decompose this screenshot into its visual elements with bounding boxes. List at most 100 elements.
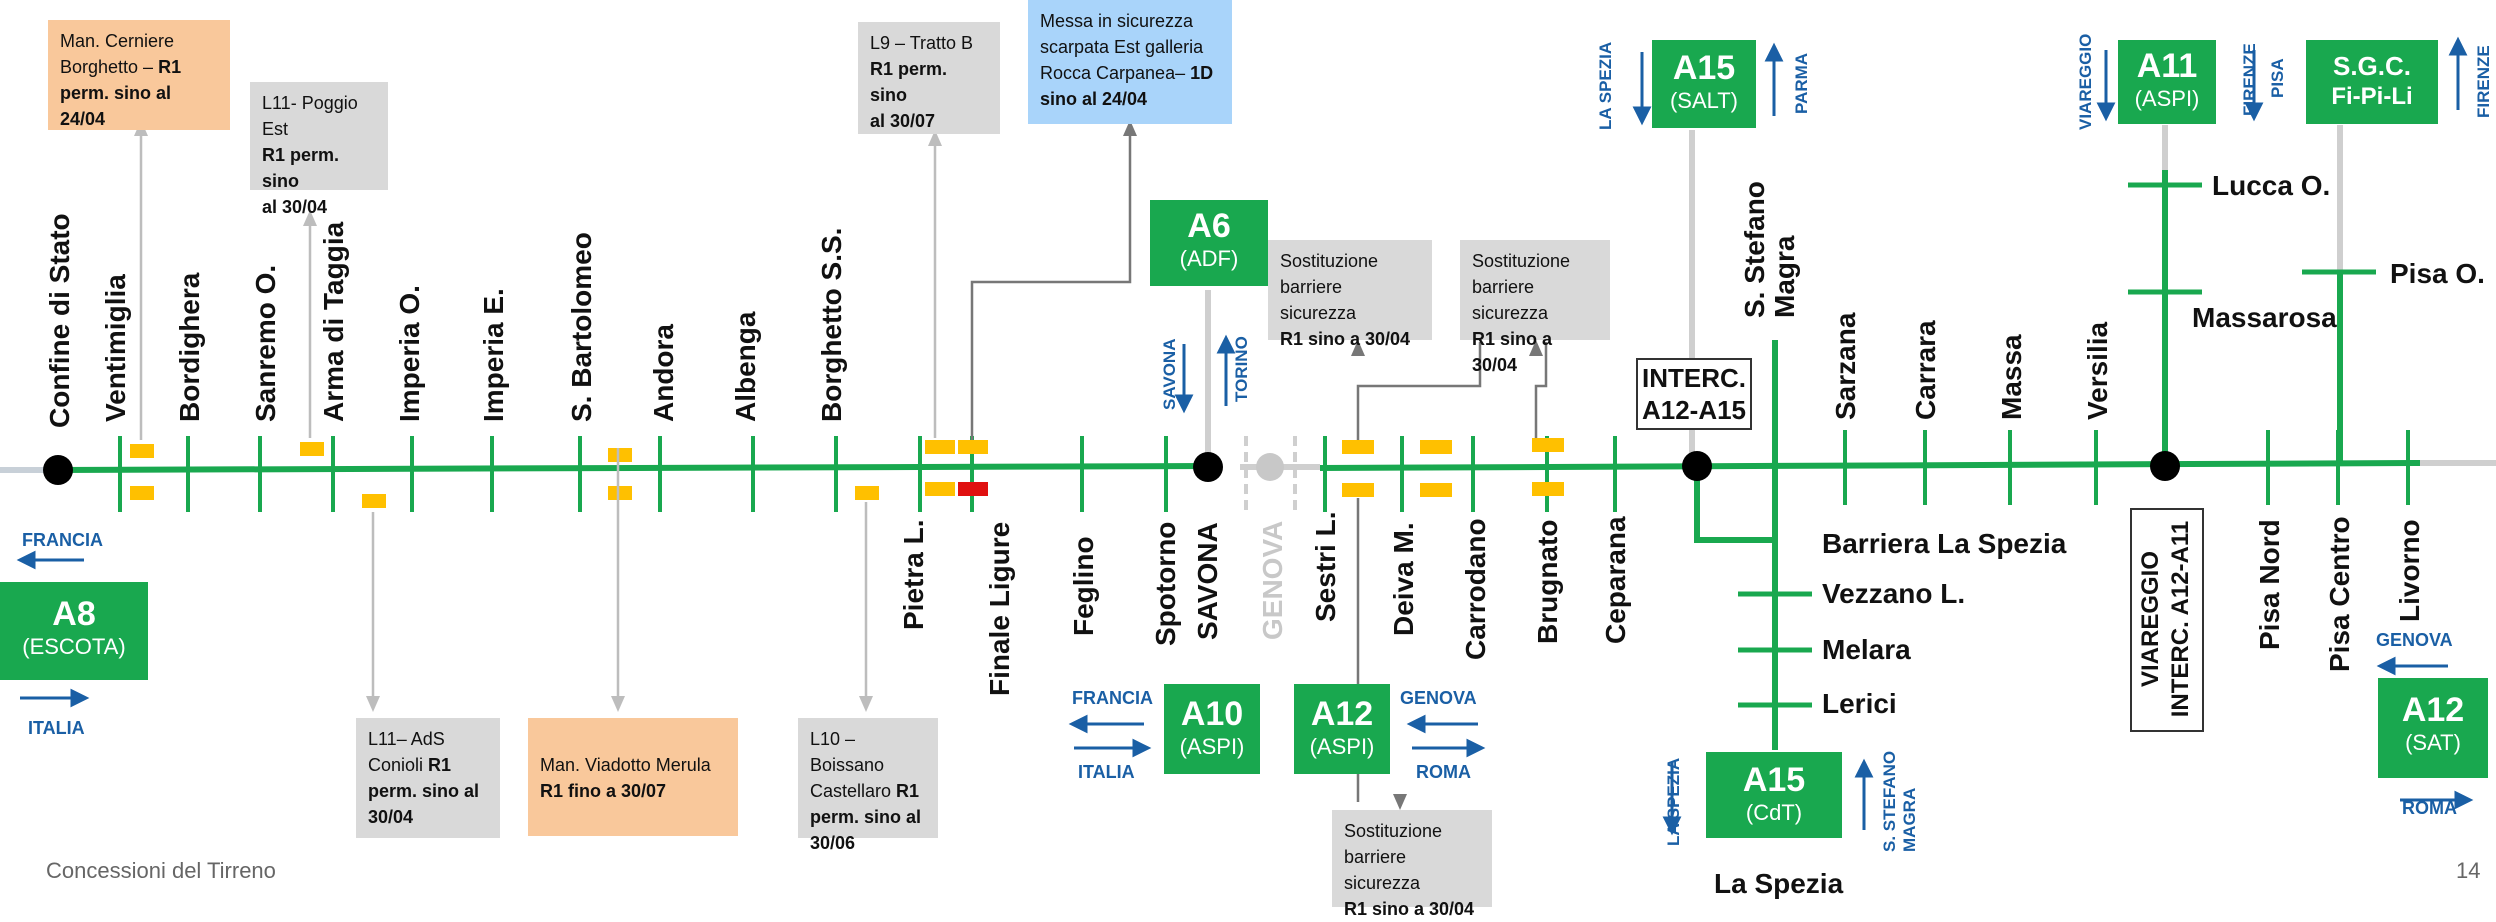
node-genova <box>1256 453 1284 481</box>
marker <box>1532 438 1564 452</box>
dir-italia-a10: ITALIA <box>1078 762 1135 782</box>
note-barriere-2: Sostituzione barriere sicurezza R1 sino … <box>1460 240 1610 375</box>
note-barriere-3: Sostituzione barriere sicurezza R1 sino … <box>1332 810 1492 919</box>
marker <box>1420 440 1452 454</box>
note-line: Sostituzione <box>1280 251 1379 271</box>
station-carrara: Carrara <box>1910 320 1941 420</box>
note-line: L11– AdS <box>368 729 445 749</box>
shield-a12-sat-operator: (SAT) <box>2405 730 2461 755</box>
marker-alert <box>958 482 988 496</box>
interchange-viareggio-line1: VIAREGGIO <box>2137 550 2164 688</box>
note-line: L9 – Tratto B <box>870 33 974 53</box>
station-s-bartolomeo: S. Bartolomeo <box>566 232 597 422</box>
a12-mainline-east <box>1319 460 2421 471</box>
marker <box>855 486 879 500</box>
note-line: R1 <box>896 781 920 801</box>
interchange-viareggio-line2: INTERC. A12-A11 <box>2167 520 2194 718</box>
note-line: R1 perm. sino <box>262 145 340 191</box>
marker <box>608 448 632 462</box>
note-line: Borghetto – <box>60 57 159 77</box>
shield-a11: A11 (ASPI) <box>2118 40 2216 124</box>
station-la-spezia: La Spezia <box>1714 868 1844 899</box>
note-line: Man. Cerniere <box>60 31 175 51</box>
station-pisa-o: Pisa O. <box>2390 258 2485 289</box>
page-number: 14 <box>2456 858 2481 883</box>
marker <box>130 444 154 458</box>
shield-a6-code: A6 <box>1187 207 1231 245</box>
note-line: scarpata Est galleria <box>1040 37 1204 57</box>
station-sarzana: Sarzana <box>1830 312 1861 420</box>
note-line: barriere sicurezza <box>1280 277 1357 323</box>
station-borghetto: Borghetto S.S. <box>816 227 847 422</box>
shield-sgc: S.G.C. Fi-Pi-Li <box>2306 40 2438 124</box>
station-ventimiglia: Ventimiglia <box>100 274 131 422</box>
note-arrowheads-dark <box>1123 120 1543 810</box>
note-line: R1 fino a 30/07 <box>540 781 667 801</box>
note-line: 30/04 <box>368 807 414 827</box>
note-arrowheads-grey <box>134 120 942 712</box>
station-lerici: Lerici <box>1822 688 1897 719</box>
interchange-viareggio: VIAREGGIO INTERC. A12-A11 <box>2130 508 2204 732</box>
direction-arrows <box>16 36 2474 836</box>
dir-pisa: PISA <box>2268 58 2287 98</box>
station-confine: Confine di Stato <box>44 213 75 428</box>
marker <box>1420 483 1452 497</box>
station-pietra: Pietra L. <box>898 519 929 630</box>
footer-company: Concessioni del Tirreno <box>46 858 276 883</box>
dir-torino: TORINO <box>1232 336 1251 402</box>
shield-a12-aspi: A12 (ASPI) <box>1294 684 1390 774</box>
shield-sgc-code: S.G.C. <box>2332 51 2411 81</box>
marker <box>130 486 154 500</box>
shield-a15-cdt: A15 (CdT) <box>1706 752 1842 838</box>
marker <box>958 440 988 454</box>
note-cerniere-borghetto: Man. Cerniere Borghetto – R1 perm. sino … <box>48 20 230 130</box>
note-line: Sostituzione <box>1472 251 1571 271</box>
note-rocca-carpanea: Messa in sicurezza scarpata Est galleria… <box>1028 0 1232 124</box>
marker <box>1532 482 1564 496</box>
station-sestri: Sestri L. <box>1310 511 1341 622</box>
dir-genova-a12: GENOVA <box>1400 688 1477 708</box>
dir-roma-sat: ROMA <box>2402 798 2457 818</box>
note-line: 30/06 <box>810 833 856 853</box>
note-line: L10 – Boissano <box>810 729 885 775</box>
note-line: Man. Viadotto Merula <box>540 755 711 775</box>
note-tratto-b: L9 – Tratto B R1 perm. sino al 30/07 <box>858 22 1000 134</box>
note-line: sino al 24/04 <box>1040 89 1148 109</box>
node-viareggio <box>2150 451 2180 481</box>
note-viadotto-merula: Man. Viadotto Merula R1 fino a 30/07 <box>528 718 738 836</box>
station-sanremo: Sanremo O. <box>250 264 281 422</box>
note-line: Sostituzione <box>1344 821 1443 841</box>
station-barriera-la-spezia: Barriera La Spezia <box>1822 528 2067 559</box>
interchange-a12-a15-line2: A12-A15 <box>1641 395 1747 425</box>
shield-a8-code: A8 <box>52 595 96 633</box>
note-line: Rocca Carpanea– <box>1040 63 1191 83</box>
shield-a8: A8 (ESCOTA) <box>0 582 148 680</box>
a10-a12-mainline <box>55 463 1211 473</box>
dir-firenze-a11: FIRENZE <box>2240 43 2259 116</box>
note-line: al 30/04 <box>262 197 328 217</box>
station-s-stefano: S. Stefano Magra <box>1739 181 1800 318</box>
station-ceparana: Ceparana <box>1600 516 1631 644</box>
station-carrodano: Carrodano <box>1460 518 1491 660</box>
shield-sgc-operator: Fi-Pi-Li <box>2331 83 2413 110</box>
shield-a15-cdt-operator: (CdT) <box>1745 800 1803 825</box>
shield-a15-salt-code: A15 <box>1672 49 1736 87</box>
dir-genova-sat: GENOVA <box>2376 630 2453 650</box>
interchange-a12-a15-line1: INTERC. <box>1642 363 1746 393</box>
dir-viareggio: VIAREGGIO <box>2076 33 2095 130</box>
shield-a15-salt-operator: (SALT) <box>1669 88 1739 113</box>
marker <box>608 486 632 500</box>
shield-a12-sat-code: A12 <box>2401 691 2465 729</box>
node-confine <box>43 455 73 485</box>
shield-a11-operator: (ASPI) <box>2134 86 2200 111</box>
genova-ticks <box>1244 436 1297 512</box>
marker <box>925 482 955 496</box>
shield-a12-sat: A12 (SAT) <box>2378 678 2488 778</box>
node-savona <box>1193 452 1223 482</box>
shield-a6-operator: (ADF) <box>1179 246 1239 271</box>
note-barriere-1: Sostituzione barriere sicurezza R1 sino … <box>1268 240 1432 349</box>
dir-francia-a8: FRANCIA <box>22 530 103 550</box>
station-savona: SAVONA <box>1192 522 1223 640</box>
shield-a12-aspi-code: A12 <box>1310 695 1374 733</box>
station-spotorno: Spotorno <box>1150 521 1181 646</box>
